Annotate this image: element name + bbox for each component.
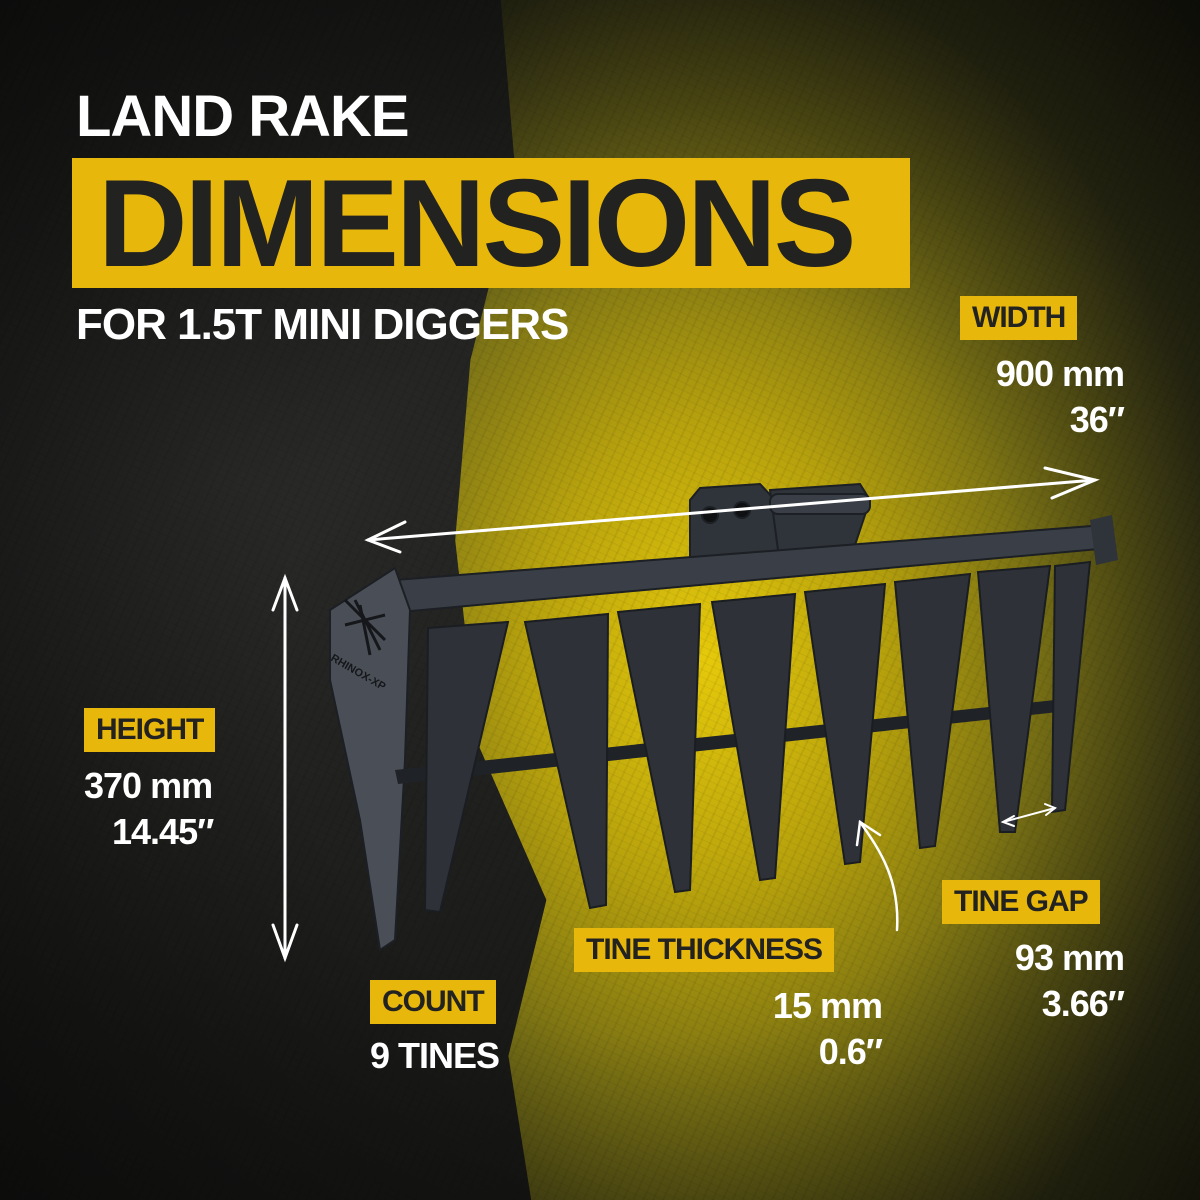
title-highlight: DIMENSIONS [98,155,856,293]
count-value: 9 TINES [370,1035,500,1076]
beam-end-plate [1090,515,1118,565]
title-line-1: LAND RAKE [76,84,410,149]
tine-gap-imperial: 3.66″ [1041,983,1125,1024]
height-imperial: 14.45″ [112,811,214,852]
thickness-pointer-icon [855,819,899,932]
tine-gap-label: TINE GAP [942,880,1100,924]
side-plate [329,566,412,952]
width-arrow-icon [364,466,1100,554]
cross-bar [395,700,1058,784]
subtitle: FOR 1.5T MINI DIGGERS [76,300,569,349]
width-label: WIDTH [960,296,1078,340]
tine-gap-arrow-icon [1000,803,1057,827]
tine-thickness-label: TINE THICKNESS [574,928,835,972]
tines [423,560,1092,914]
count-label: COUNT [370,980,496,1024]
width-metric: 900 mm [995,353,1125,394]
rhinox-logo-icon [343,598,387,656]
height-metric: 370 mm [84,765,213,806]
height-arrow-icon [271,573,299,963]
tine-gap-metric: 93 mm [1014,937,1125,978]
tine-thickness-metric: 15 mm [772,985,883,1026]
width-imperial: 36″ [1069,399,1125,440]
height-label: HEIGHT [84,708,216,752]
title-highlight-box [72,158,910,288]
tine-thickness-imperial: 0.6″ [818,1031,883,1072]
